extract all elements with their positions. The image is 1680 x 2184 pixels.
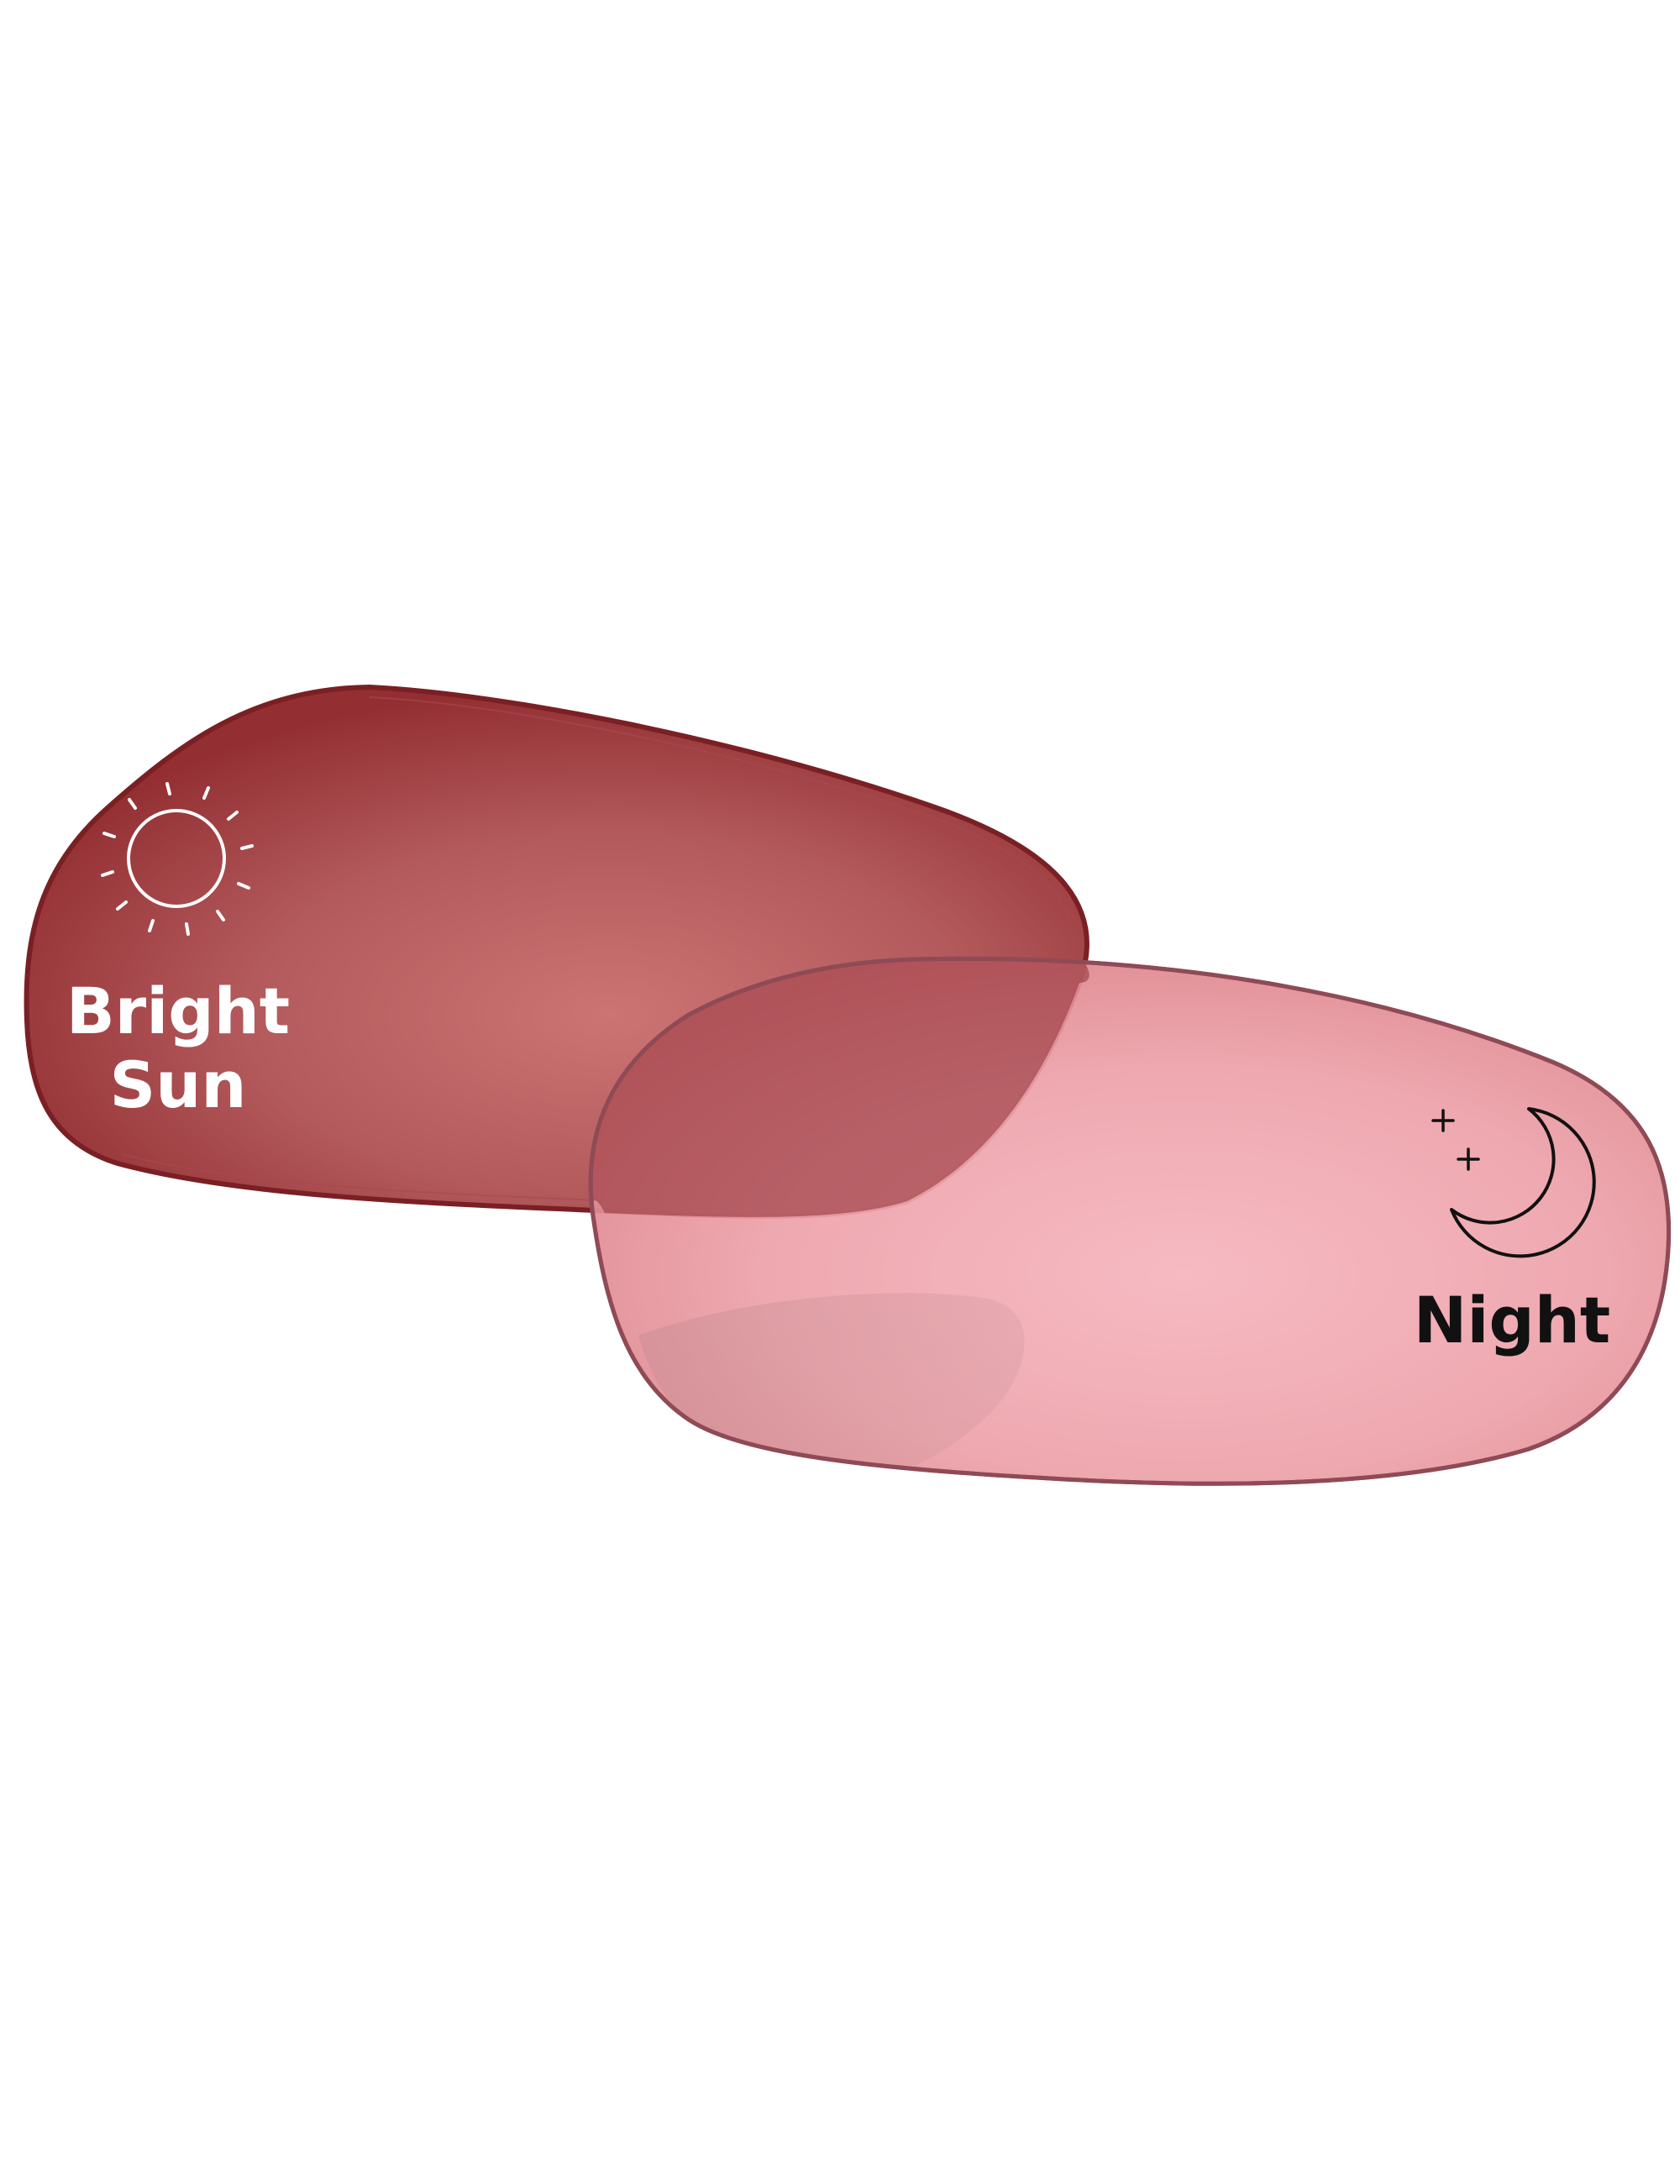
sun-icon bbox=[101, 782, 254, 936]
night-lens-sheen bbox=[638, 1293, 1025, 1466]
bright-label-line2: Sun bbox=[110, 1047, 247, 1122]
night-lens bbox=[588, 956, 1672, 1486]
lens-overlap-shade bbox=[591, 958, 1089, 1217]
night-lens-outline bbox=[588, 956, 1672, 1486]
night-label: Night bbox=[1414, 1283, 1611, 1357]
moon-icon bbox=[1450, 1107, 1596, 1258]
star-icon bbox=[1431, 1109, 1480, 1171]
bright-label-line1: Bright bbox=[66, 974, 290, 1048]
